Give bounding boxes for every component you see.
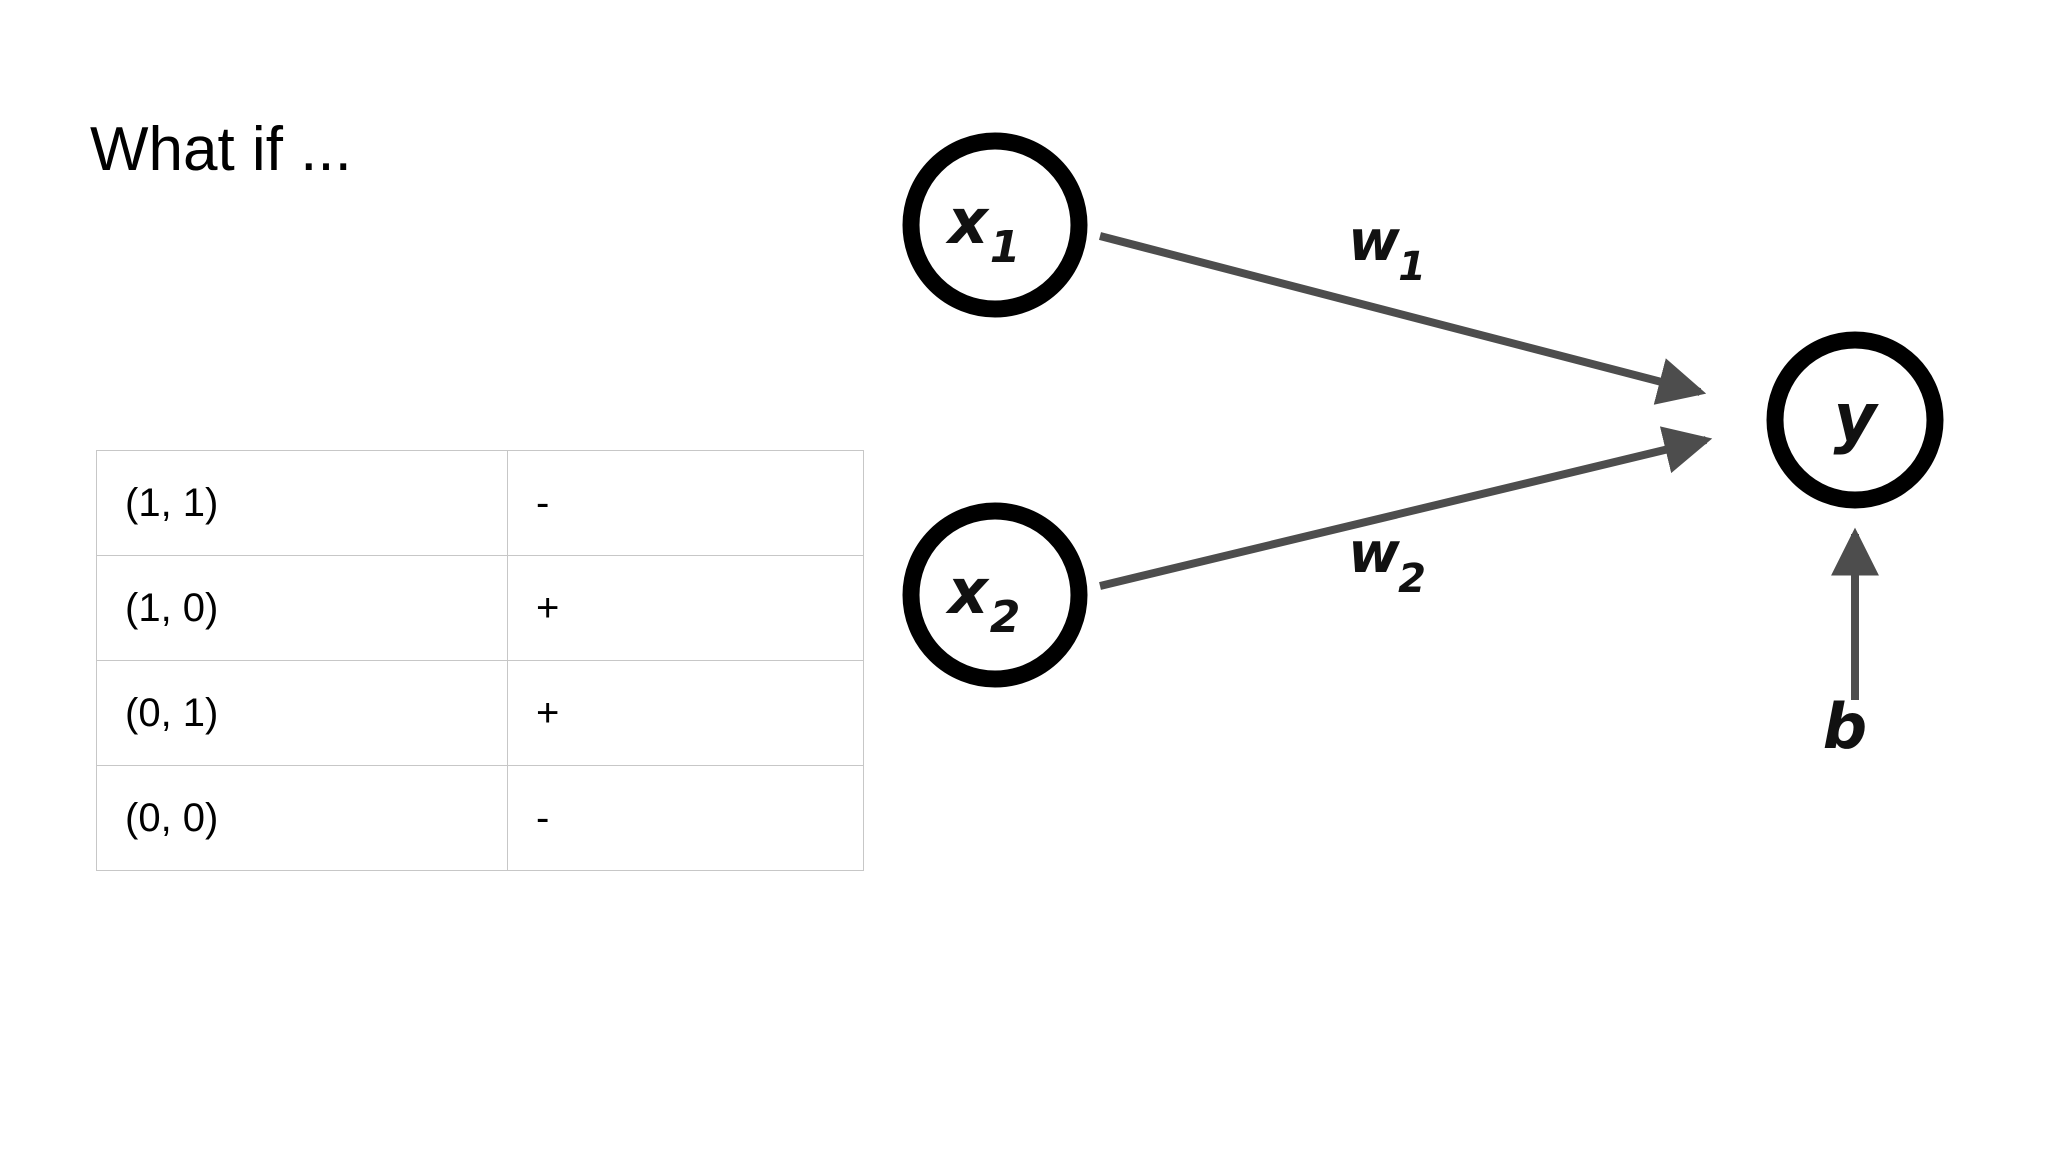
table-cell-output: -: [507, 450, 864, 556]
edge-x2-to-y: [1099, 426, 1713, 590]
table-cell-output: -: [507, 765, 864, 871]
table-cell-input: (1, 1): [96, 450, 508, 556]
edge-label-w1: w: [1348, 209, 1400, 274]
table-cell-input: (1, 0): [96, 555, 508, 661]
edge-x1-to-y: [1098, 232, 1707, 405]
edge-label-w2-subscript: 2: [1398, 556, 1426, 602]
table-row: (1, 1) -: [96, 450, 864, 556]
edge-label-w2: w: [1348, 521, 1400, 586]
table-cell-output: +: [507, 555, 864, 661]
page-title: What if ...: [90, 115, 352, 184]
edge-label-w1-subscript: 1: [1398, 244, 1426, 290]
xor-truth-table: (1, 1) - (1, 0) + (0, 1) + (0, 0) -: [96, 450, 864, 871]
edge-label-b: b: [1823, 690, 1867, 763]
table-cell-input: (0, 1): [96, 660, 508, 766]
table-cell-output: +: [507, 660, 864, 766]
node-y[interactable]: [1766, 331, 1944, 509]
table-cell-input: (0, 0): [96, 765, 508, 871]
node-x2[interactable]: [902, 502, 1088, 688]
table-row: (1, 0) +: [96, 555, 864, 661]
table-row: (0, 0) -: [96, 765, 864, 871]
table-row: (0, 1) +: [96, 660, 864, 766]
node-x1[interactable]: [902, 132, 1088, 318]
